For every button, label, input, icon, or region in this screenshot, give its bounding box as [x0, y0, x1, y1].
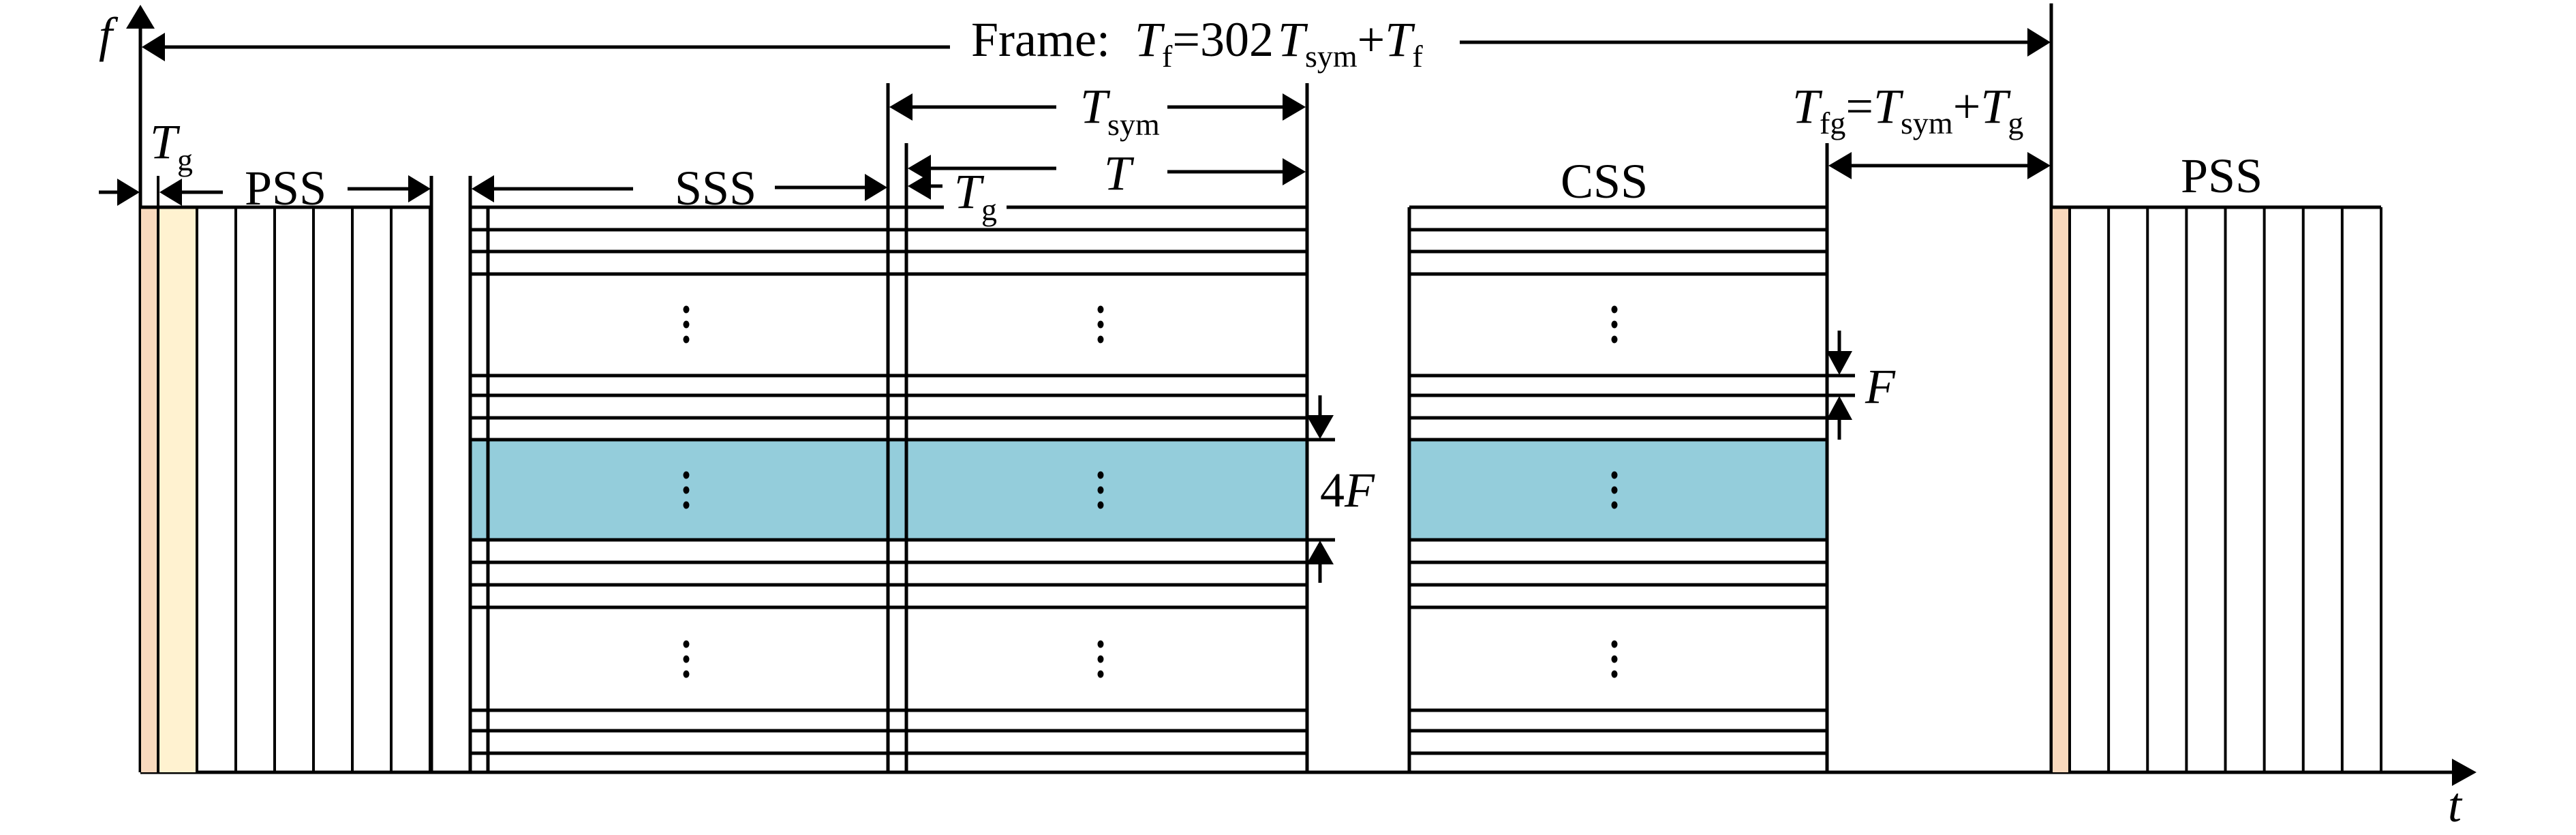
vertical-ellipsis-icon	[1611, 305, 1618, 344]
arrow-right-icon	[865, 174, 887, 201]
ellipsis-dot	[1611, 670, 1618, 678]
ellipsis-markers	[683, 305, 1618, 678]
band-4f-label: 4F	[1320, 463, 1375, 517]
arrow-left-icon	[472, 175, 494, 202]
tsym-label: Tsym	[1080, 79, 1160, 142]
arrow-left-icon	[889, 93, 913, 121]
x-axis-label: t	[2448, 778, 2463, 832]
css-label: CSS	[1561, 154, 1648, 209]
ellipsis-dot	[683, 471, 690, 479]
pss-right-symbol-columns	[2050, 207, 2382, 772]
ellipsis-dot	[1611, 501, 1618, 509]
vertical-ellipsis-icon	[1097, 305, 1104, 344]
ellipsis-dot	[1611, 640, 1618, 648]
pss-right-label: PSS	[2181, 149, 2263, 203]
ellipsis-dot	[1611, 320, 1618, 329]
ellipsis-dot	[683, 501, 690, 509]
arrow-up-icon	[1306, 541, 1334, 564]
y-axis-arrow-icon	[126, 5, 155, 29]
arrow-left-icon	[1828, 152, 1852, 179]
ellipsis-dot	[683, 655, 690, 663]
ellipsis-dot	[1097, 335, 1104, 344]
arrow-right-icon	[1283, 93, 1306, 121]
arrow-up-icon	[1826, 396, 1852, 420]
ellipsis-dot	[1097, 501, 1104, 509]
ellipsis-dot	[683, 335, 690, 344]
tg-left-label: Tg	[150, 115, 193, 177]
ellipsis-dot	[683, 640, 690, 648]
css-block: CSS F Tfg=Tsym+Tg	[1407, 79, 2051, 772]
pss-block-right: PSS	[2050, 149, 2382, 772]
sss-block: SSS Tsym T Tg 4F	[468, 79, 1375, 772]
ellipsis-dot	[1097, 486, 1104, 494]
vertical-ellipsis-icon	[683, 305, 690, 344]
guard-symbol	[158, 207, 197, 772]
ellipsis-dot	[683, 486, 690, 494]
vertical-ellipsis-icon	[1611, 640, 1618, 678]
ellipsis-dot	[1097, 670, 1104, 678]
ellipsis-dot	[1097, 320, 1104, 329]
css-subcarrier-rows	[1409, 228, 1827, 755]
ellipsis-dot	[1611, 335, 1618, 344]
pss-block-left: Tg PSS	[99, 115, 433, 772]
css-highlight-band	[1409, 440, 1827, 540]
tfg-label: Tfg=Tsym+Tg	[1792, 79, 2023, 140]
ellipsis-dot	[1611, 471, 1618, 479]
t-body-label: T	[1104, 146, 1135, 200]
arrow-left-icon	[159, 179, 182, 206]
arrow-down-icon	[1826, 351, 1852, 375]
ellipsis-dot	[683, 320, 690, 329]
ellipsis-dot	[683, 670, 690, 678]
arrow-right-icon	[1283, 158, 1306, 185]
vertical-ellipsis-icon	[1097, 640, 1104, 678]
ellipsis-dot	[1097, 655, 1104, 663]
pss-left-symbol-columns	[196, 207, 431, 772]
y-axis-label: f	[99, 7, 119, 62]
frame-dimension: Frame: Tf=302Tsym+Tf	[142, 3, 2053, 772]
sss-label: SSS	[675, 161, 756, 215]
arrow-left-icon	[142, 33, 165, 61]
arrow-left-icon	[908, 172, 931, 200]
pss-left-label: PSS	[245, 161, 326, 215]
vertical-ellipsis-icon	[1097, 471, 1104, 509]
subcarrier-f-label: F	[1865, 359, 1896, 414]
ellipsis-dot	[1611, 486, 1618, 494]
ellipsis-dot	[1097, 305, 1104, 314]
arrow-down-icon	[1306, 415, 1334, 439]
x-axis-arrow-icon	[2452, 759, 2477, 786]
vertical-ellipsis-icon	[683, 640, 690, 678]
frame-label: Frame: Tf=302Tsym+Tf	[971, 12, 1423, 74]
arrow-right-icon	[2027, 152, 2051, 179]
vertical-ellipsis-icon	[1611, 471, 1618, 509]
ellipsis-dot	[1097, 640, 1104, 648]
cyclic-prefix-guard	[141, 207, 158, 772]
ellipsis-dot	[683, 305, 690, 314]
arrow-right-icon	[408, 175, 431, 202]
tg-mid-label: Tg	[954, 164, 997, 227]
arrow-left-icon	[908, 155, 931, 182]
cyclic-prefix-guard	[2051, 207, 2070, 772]
ellipsis-dot	[1611, 655, 1618, 663]
arrow-right-icon	[117, 179, 140, 206]
arrow-right-icon	[2027, 28, 2051, 57]
ellipsis-dot	[1611, 305, 1618, 314]
ellipsis-dot	[1097, 471, 1104, 479]
vertical-ellipsis-icon	[683, 471, 690, 509]
